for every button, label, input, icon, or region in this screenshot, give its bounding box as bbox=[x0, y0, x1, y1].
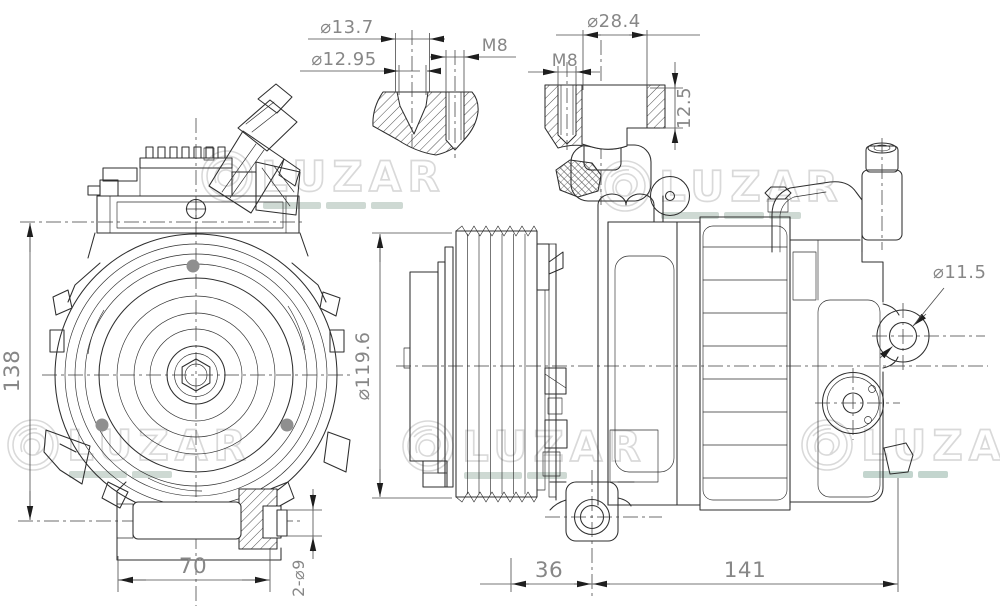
clutch-front-plates bbox=[403, 246, 454, 488]
dim-length-141: 141 bbox=[592, 478, 899, 592]
detail-section-left bbox=[372, 30, 479, 158]
luzar-watermark-text: LUZAR bbox=[261, 152, 446, 201]
dim-width-70: 70 bbox=[117, 548, 271, 592]
dim-thread-m8-left: M8 bbox=[430, 36, 516, 92]
dim-label-36: 36 bbox=[535, 558, 563, 583]
luzar-watermark: LUZAR bbox=[801, 419, 1000, 478]
dim-label-70: 70 bbox=[179, 554, 207, 579]
dim-bore-13-7: ⌀13.7 bbox=[308, 17, 445, 92]
side-view bbox=[396, 40, 988, 597]
svg-text:LUZAR: LUZAR bbox=[462, 422, 647, 471]
detail-section-right bbox=[544, 62, 666, 150]
housing-tabs bbox=[43, 262, 351, 509]
luzar-watermark: LUZAR bbox=[402, 420, 647, 479]
dim-label-138: 138 bbox=[0, 350, 25, 393]
bottom-mount-lug bbox=[116, 481, 288, 561]
dim-label-13-7: ⌀13.7 bbox=[320, 17, 373, 38]
dim-height-138: 138 bbox=[0, 223, 34, 520]
luzar-watermark: LUZAR bbox=[599, 160, 839, 219]
dim-label-11-5: ⌀11.5 bbox=[933, 262, 986, 283]
dim-pulley-119-6: ⌀119.6 bbox=[352, 232, 452, 499]
dim-holes-2x9: 2-⌀9 bbox=[282, 489, 322, 597]
compressor-body bbox=[555, 216, 914, 511]
electrical-connector bbox=[203, 83, 301, 214]
dim-label-141: 141 bbox=[724, 558, 767, 583]
watermark-layer: LUZAR LUZAR LUZAR LUZAR LUZAR bbox=[7, 150, 1000, 479]
dim-label-2x9: 2-⌀9 bbox=[289, 559, 308, 597]
dim-thread-m8-right: M8 bbox=[528, 51, 600, 88]
dim-depth-12-5: 12.5 bbox=[650, 62, 695, 150]
dim-label-12-5: 12.5 bbox=[674, 87, 695, 129]
dim-bore-12-95: ⌀12.95 bbox=[300, 49, 441, 95]
front-view bbox=[18, 83, 352, 606]
dim-label-119-6: ⌀119.6 bbox=[352, 332, 374, 401]
shaft-hex-nut bbox=[181, 358, 211, 392]
dim-offset-36: 36 bbox=[480, 558, 592, 592]
dim-port-28-4: ⌀28.4 bbox=[556, 11, 700, 90]
dim-label-m8-right: M8 bbox=[552, 51, 578, 71]
dim-ear-11-5: ⌀11.5 bbox=[879, 262, 986, 359]
watermark-tagline bbox=[263, 202, 321, 209]
luzar-watermark: LUZAR bbox=[7, 419, 252, 478]
dim-label-28-4: ⌀28.4 bbox=[587, 11, 640, 32]
luzar-watermark: LUZAR bbox=[201, 150, 446, 209]
svg-text:LUZAR: LUZAR bbox=[861, 421, 1000, 470]
clutch-slots bbox=[87, 305, 306, 492]
dim-label-12-95: ⌀12.95 bbox=[311, 49, 376, 70]
svg-text:LUZAR: LUZAR bbox=[67, 421, 252, 470]
dim-label-m8-left: M8 bbox=[482, 36, 508, 56]
top-bracket bbox=[87, 146, 309, 259]
clutch-rivets bbox=[95, 259, 294, 432]
